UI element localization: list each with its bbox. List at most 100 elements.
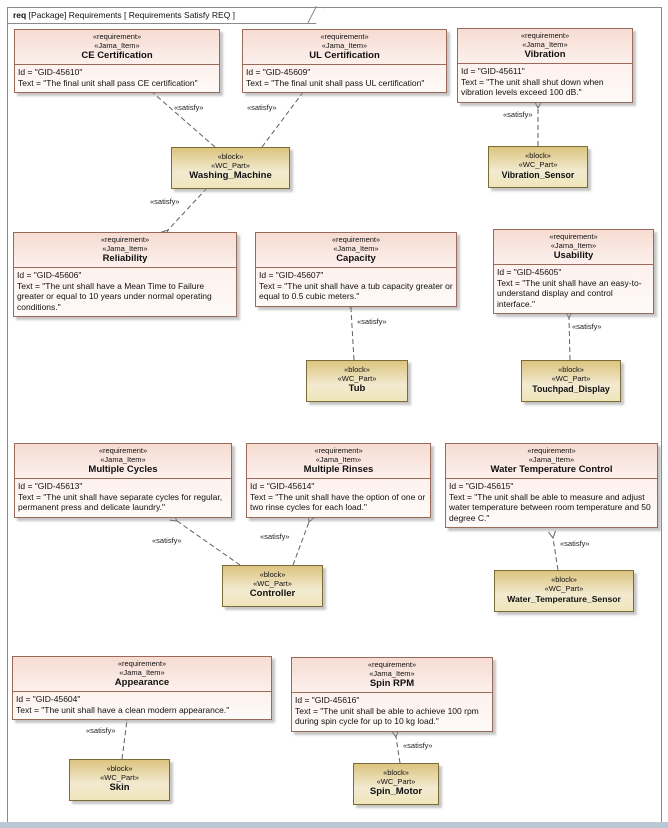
satisfy-edge-wm-ul[interactable] bbox=[261, 83, 311, 148]
requirement-id: Id = "GID-45606" bbox=[17, 270, 82, 280]
requirement-name: UL Certification bbox=[309, 50, 380, 61]
requirement-name: Reliability bbox=[102, 253, 148, 264]
satisfy-edge-skin-appearance[interactable] bbox=[121, 712, 132, 760]
requirement-name: Vibration bbox=[524, 49, 566, 60]
block-name: Spin_Motor bbox=[369, 786, 423, 797]
requirement-text: Text = "The unit shall be able to measur… bbox=[449, 491, 651, 523]
stereotype-block: «block» bbox=[383, 768, 409, 777]
stereotype-jama-item: «Jama_Item» bbox=[522, 40, 568, 49]
block-spin-motor[interactable]: «block» «WC_Part» Spin_Motor bbox=[353, 763, 439, 805]
block-vibration-sensor[interactable]: «block» «WC_Part» Vibration_Sensor bbox=[488, 146, 588, 188]
stereotype-requirement: «requirement» bbox=[314, 446, 363, 455]
requirement-text: Text = "The unit shall have separate cyc… bbox=[18, 491, 223, 513]
requirement-name: Appearance bbox=[114, 677, 170, 688]
requirement-header: «requirement» «Jama_Item» Multiple Rinse… bbox=[247, 444, 430, 479]
stereotype-jama-item: «Jama_Item» bbox=[528, 455, 575, 464]
requirement-body: Id = "GID-45606" Text = "The unt shall h… bbox=[14, 268, 236, 316]
satisfy-label: «satisfy» bbox=[152, 536, 182, 545]
satisfy-label: «satisfy» bbox=[150, 197, 180, 206]
requirement-id: Id = "GID-45613" bbox=[18, 481, 83, 491]
requirement-reliability[interactable]: «requirement» «Jama_Item» Reliability Id… bbox=[13, 232, 237, 317]
requirement-header: «requirement» «Jama_Item» Spin RPM bbox=[292, 658, 492, 693]
requirement-name: Water Temperature Control bbox=[490, 464, 613, 475]
requirement-body: Id = "GID-45611" Text = "The unit shall … bbox=[458, 64, 632, 102]
requirement-name: Multiple Rinses bbox=[303, 464, 374, 475]
stereotype-jama-item: «Jama_Item» bbox=[315, 455, 362, 464]
block-name: Controller bbox=[249, 588, 296, 599]
block-washing-machine[interactable]: «block» «WC_Part» Washing_Machine bbox=[171, 147, 290, 189]
requirement-capacity[interactable]: «requirement» «Jama_Item» Capacity Id = … bbox=[255, 232, 457, 307]
satisfy-label: «satisfy» bbox=[86, 726, 116, 735]
requirement-text: Text = "The final unit shall pass UL cer… bbox=[246, 77, 425, 88]
requirement-name: CE Certification bbox=[81, 50, 153, 61]
block-tub[interactable]: «block» «WC_Part» Tub bbox=[306, 360, 408, 402]
satisfy-edge-motor-rpm[interactable] bbox=[391, 729, 401, 764]
requirement-id: Id = "GID-45610" bbox=[18, 67, 83, 77]
requirement-body: Id = "GID-45613" Text = "The unit shall … bbox=[15, 479, 231, 517]
stereotype-block: «block» bbox=[259, 570, 286, 579]
requirement-header: «requirement» «Jama_Item» Appearance bbox=[13, 657, 271, 692]
requirement-header: «requirement» «Jama_Item» Water Temperat… bbox=[446, 444, 657, 479]
stereotype-jama-item: «Jama_Item» bbox=[102, 244, 148, 253]
stereotype-jama-item: «Jama_Item» bbox=[333, 244, 379, 253]
stereotype-requirement: «requirement» bbox=[98, 446, 148, 455]
stereotype-wc-part: «WC_Part» bbox=[211, 161, 250, 170]
requirement-ul-certification[interactable]: «requirement» «Jama_Item» UL Certificati… bbox=[242, 29, 447, 93]
satisfy-edge-ctrl-cycles[interactable] bbox=[169, 514, 241, 566]
requirement-text: Text = "The unit shall have a clean mode… bbox=[16, 704, 230, 715]
requirement-body: Id = "GID-45604" Text = "The unit shall … bbox=[13, 692, 271, 719]
satisfy-label: «satisfy» bbox=[260, 532, 290, 541]
requirement-name: Capacity bbox=[336, 253, 376, 264]
satisfy-edge-tub-capacity[interactable] bbox=[346, 302, 355, 361]
requirement-header: «requirement» «Jama_Item» Reliability bbox=[14, 233, 236, 268]
satisfy-edge-td-usability[interactable] bbox=[564, 311, 573, 361]
stereotype-requirement: «requirement» bbox=[527, 446, 576, 455]
requirement-vibration[interactable]: «requirement» «Jama_Item» Vibration Id =… bbox=[457, 28, 633, 103]
stereotype-block: «block» bbox=[344, 365, 370, 374]
requirement-name: Spin RPM bbox=[369, 678, 415, 689]
requirement-text: Text = "The unit shall have a tub capaci… bbox=[259, 280, 453, 302]
requirement-header: «requirement» «Jama_Item» Multiple Cycle… bbox=[15, 444, 231, 479]
requirement-usability[interactable]: «requirement» «Jama_Item» Usability Id =… bbox=[493, 229, 654, 314]
block-controller[interactable]: «block» «WC_Part» Controller bbox=[222, 565, 323, 607]
block-skin[interactable]: «block» «WC_Part» Skin bbox=[69, 759, 170, 801]
diagram-title-tab[interactable]: req [Package] Requirements [ Requirement… bbox=[7, 7, 325, 24]
stereotype-wc-part: «WC_Part» bbox=[544, 584, 584, 593]
stereotype-block: «block» bbox=[217, 152, 244, 161]
satisfy-label: «satisfy» bbox=[572, 322, 602, 331]
requirement-name: Multiple Cycles bbox=[88, 464, 158, 475]
stereotype-requirement: «requirement» bbox=[331, 235, 381, 244]
block-water-temperature-sensor[interactable]: «block» «WC_Part» Water_Temperature_Sens… bbox=[494, 570, 634, 612]
requirement-body: Id = "GID-45605" Text = "The unit shall … bbox=[494, 265, 653, 313]
requirement-water-temperature-control[interactable]: «requirement» «Jama_Item» Water Temperat… bbox=[445, 443, 658, 528]
satisfy-label: «satisfy» bbox=[403, 741, 433, 750]
stereotype-requirement: «requirement» bbox=[549, 232, 598, 241]
satisfy-edge-ctrl-rinses[interactable] bbox=[292, 514, 315, 566]
stereotype-jama-item: «Jama_Item» bbox=[550, 241, 597, 250]
requirement-appearance[interactable]: «requirement» «Jama_Item» Appearance Id … bbox=[12, 656, 272, 720]
requirement-ce-certification[interactable]: «requirement» «Jama_Item» CE Certificati… bbox=[14, 29, 220, 93]
requirement-multiple-cycles[interactable]: «requirement» «Jama_Item» Multiple Cycle… bbox=[14, 443, 232, 518]
satisfy-edge-wm-ce[interactable] bbox=[144, 84, 216, 148]
stereotype-requirement: «requirement» bbox=[367, 660, 417, 669]
block-touchpad-display[interactable]: «block» «WC_Part» Touchpad_Display bbox=[521, 360, 621, 402]
requirement-multiple-rinses[interactable]: «requirement» «Jama_Item» Multiple Rinse… bbox=[246, 443, 431, 518]
requirement-id: Id = "GID-45607" bbox=[259, 270, 324, 280]
satisfy-edge-wts-wtc[interactable] bbox=[548, 530, 559, 571]
requirement-id: Id = "GID-45611" bbox=[461, 66, 525, 76]
satisfy-edge-wm-reliability[interactable] bbox=[160, 187, 208, 238]
requirement-text: Text = "The unit shall have the option o… bbox=[250, 491, 426, 513]
requirement-spin-rpm[interactable]: «requirement» «Jama_Item» Spin RPM Id = … bbox=[291, 657, 493, 732]
stereotype-requirement: «requirement» bbox=[92, 32, 142, 41]
stereotype-block: «block» bbox=[551, 575, 577, 584]
block-name: Water_Temperature_Sensor bbox=[507, 594, 621, 604]
requirement-header: «requirement» «Jama_Item» Vibration bbox=[458, 29, 632, 64]
requirement-header: «requirement» «Jama_Item» Capacity bbox=[256, 233, 456, 268]
stereotype-wc-part: «WC_Part» bbox=[337, 374, 377, 383]
requirement-body: Id = "GID-45610" Text = "The final unit … bbox=[15, 65, 219, 92]
satisfy-label: «satisfy» bbox=[247, 103, 277, 112]
diagram-title: [Package] Requirements [ Requirements Sa… bbox=[26, 10, 236, 20]
requirement-body: Id = "GID-45609" Text = "The final unit … bbox=[243, 65, 446, 92]
stereotype-wc-part: «WC_Part» bbox=[100, 773, 139, 782]
